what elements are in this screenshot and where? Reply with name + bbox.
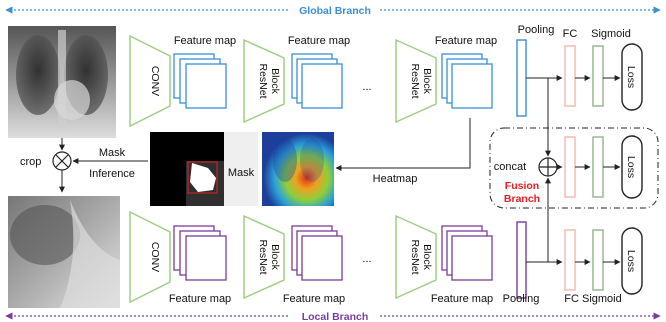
global-conv-block [129,34,171,128]
global-fc-layer [564,45,576,107]
crop-operator-cross-b [55,154,69,168]
global-resnet-label-2a: ResNet [409,63,421,98]
local-sigmoid-layer [592,229,604,291]
local-ellipsis: ... [362,253,371,265]
global-pooling-bar [516,39,527,117]
global-feature-map-1 [173,53,227,109]
local-pooling-bar [516,221,527,299]
local-crop-image [8,196,120,308]
local-pooling-label: Pooling [503,293,540,305]
local-resnet-label-2b: Block [421,244,433,270]
local-feature-map-1 [173,225,227,281]
heatmap-arrow [335,118,471,171]
fusion-branch-label-1: Fusion [505,180,539,192]
global-sigmoid-layer [592,45,604,107]
local-resnet-label-1b: Block [269,244,281,270]
local-feature-map-label-3: Feature map [431,293,493,305]
global-feature-map-3 [441,53,493,109]
global-feature-map-label-2: Feature map [288,35,350,47]
global-pooling-label: Pooling [518,24,555,36]
global-conv-label: CONV [149,66,161,96]
local-conv-block [129,210,171,304]
local-feature-map-3 [441,225,493,281]
fusion-fc-layer [564,136,576,198]
concat-label: concat [494,161,526,173]
local-resnet-label-1a: ResNet [257,239,269,274]
global-ellipsis: ... [362,81,371,93]
local-resnet-label-2a: ResNet [409,239,421,274]
global-feature-map-label-1: Feature map [174,35,236,47]
heatmap-image [262,132,334,206]
global-resnet-label-1b: Block [269,68,281,94]
fusion-loss-node [621,135,643,199]
heatmap-label: Heatmap [373,173,418,185]
global-xray-image [8,26,116,138]
local-resnet-block-2 [395,214,437,300]
mask-label: Mask [228,167,255,179]
global-loss-label: Loss [625,66,637,88]
global-feature-map-2 [291,53,343,109]
local-fc-sigmoid-label: FC Sigmoid [564,293,621,305]
fusion-branch-label-2: Branch [504,193,540,205]
mask-inference-label-1: Mask [99,147,126,159]
global-resnet-block-1 [243,38,285,124]
global-loss-node [621,43,643,111]
global-fc-label: FC [563,28,578,40]
mask-image [150,132,224,206]
global-resnet-label-2b: Block [421,68,433,94]
local-loss-label: Loss [625,250,637,272]
global-sigmoid-label: Sigmoid [591,28,631,40]
fusion-branch-box [489,127,659,209]
local-resnet-block-1 [243,214,285,300]
mask-label-panel [224,132,258,206]
mask-inference-label-2: Inference [89,168,135,180]
global-resnet-label-1a: ResNet [257,63,269,98]
local-branch-label: Local Branch [302,311,369,322]
local-feature-map-label-1: Feature map [169,293,231,305]
crop-label: crop [20,156,41,168]
global-feature-map-label-3: Feature map [435,35,497,47]
local-fc-layer [564,229,576,291]
fusion-loss-label: Loss [625,156,637,178]
fusion-sigmoid-layer [592,136,604,198]
local-conv-label: CONV [149,242,161,272]
local-feature-map-2 [291,225,343,281]
local-feature-map-label-2: Feature map [283,293,345,305]
global-branch-label: Global Branch [299,5,371,17]
global-resnet-block-2 [395,38,437,124]
local-loss-node [621,227,643,295]
